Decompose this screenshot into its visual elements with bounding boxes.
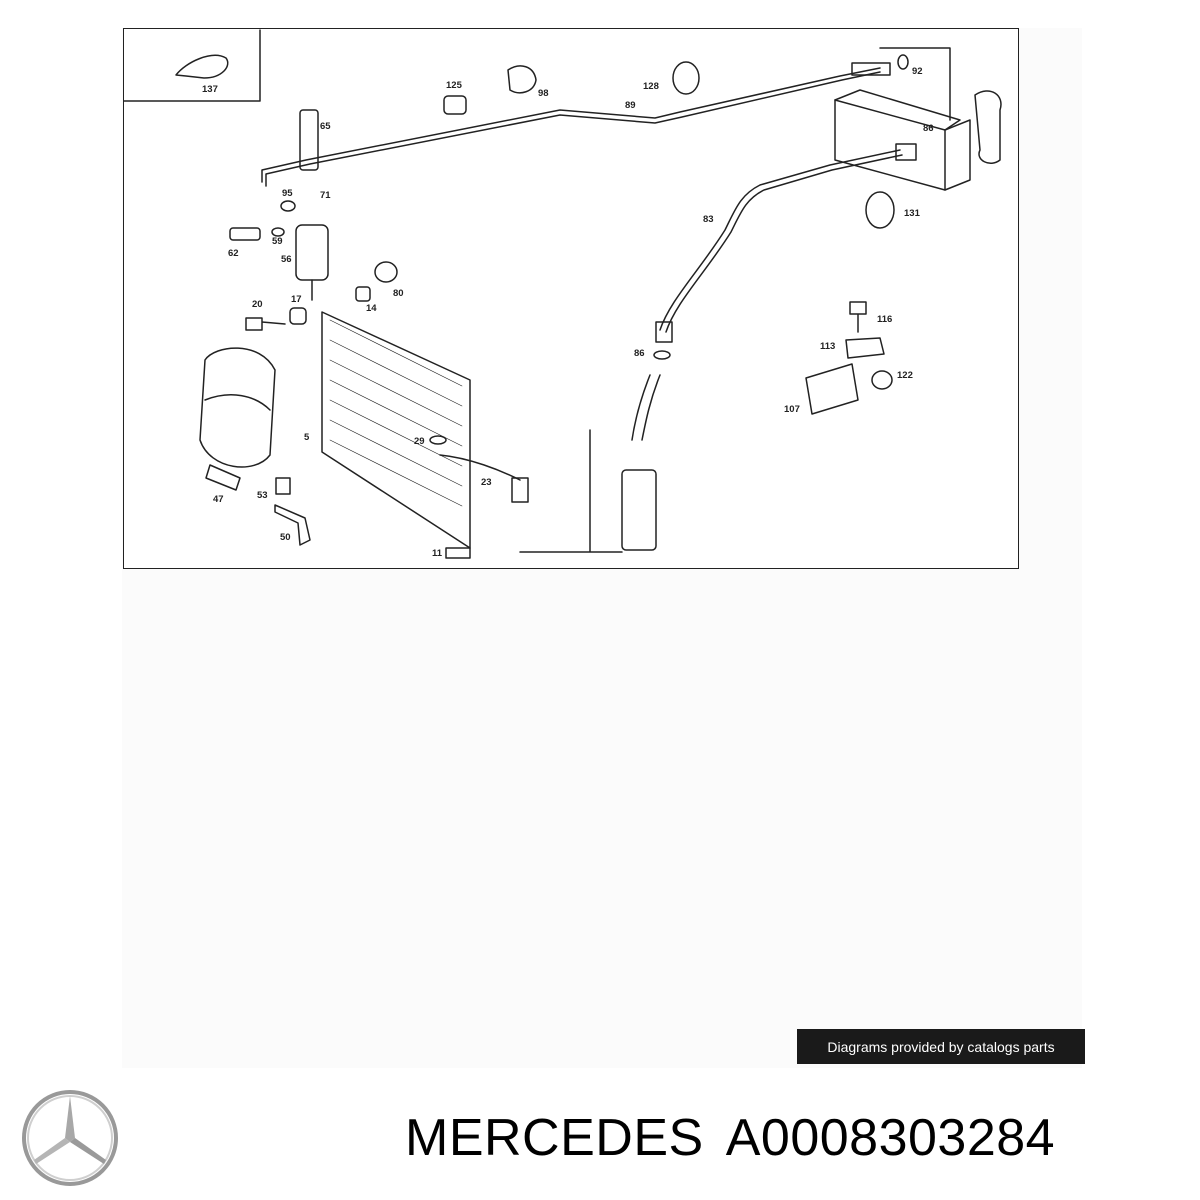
nut-80 [374,261,398,283]
callout-53: 53 [257,490,268,501]
pressure-switch-65 [299,109,319,171]
callout-86-lower: 86 [634,348,645,359]
callout-50: 50 [280,532,291,543]
refrigerant-line-upper-edge [265,71,881,187]
evaporator-housing [834,99,946,191]
callout-11: 11 [432,548,443,559]
callout-83: 83 [703,214,714,225]
condenser-outlet-line [439,454,521,481]
bolt-116 [849,301,867,333]
callout-125: 125 [446,80,463,91]
seal-ring [897,54,909,70]
callout-20: 20 [252,299,263,310]
refrigerant-line-upper [261,67,881,183]
callout-71: 71 [320,190,331,201]
callout-47: 47 [213,494,224,505]
mercedes-star-logo [22,1090,118,1186]
inset-box-border [123,29,261,102]
hose-end-fitting [655,321,673,343]
callout-137: 137 [202,84,218,95]
callout-128: 128 [643,81,659,92]
callout-116: 116 [877,314,892,325]
evaporator-housing-top [834,89,961,131]
callout-98: 98 [538,88,549,99]
callout-5: 5 [304,432,310,443]
condenser-fins [329,319,463,507]
callout-59: 59 [272,236,283,247]
callout-131: 131 [904,208,921,219]
plug-131 [865,191,895,229]
evaporator-housing-side [944,119,971,191]
bracket-outline [519,429,623,553]
line-fitting [851,62,891,76]
mount-17 [289,307,307,325]
auxiliary-fan [199,347,276,468]
seal-29 [429,435,447,445]
expansion-valve [974,90,1002,164]
seal-95 [280,200,296,212]
fan-bracket-47 [205,464,241,491]
callout-23: 23 [481,477,492,488]
hose-fitting [895,143,917,161]
sensor-62 [229,227,261,241]
callout-65: 65 [320,121,331,132]
callout-92: 92 [912,66,923,77]
receiver-drier [621,469,657,551]
callout-56: 56 [281,254,292,265]
part-number: A0008303284 [725,1109,1056,1167]
callout-80: 80 [393,288,404,299]
diagram-credit-badge: Diagrams provided by catalogs parts [797,1029,1085,1064]
outlet-fitting [511,477,529,503]
seal-59 [271,227,285,237]
product-title: MERCEDES A0008303284 [405,1108,1055,1168]
nut-122 [871,370,893,390]
callout-29: 29 [414,436,425,447]
callout-62: 62 [228,248,239,259]
cable-tie-part [175,54,229,79]
parts-diagram-frame [123,28,1019,569]
mount-11 [445,547,471,559]
callout-17: 17 [291,294,302,305]
seal-ring-86 [653,350,671,360]
plug-128 [672,61,700,95]
bracket-113 [845,337,885,359]
fan-blade [204,394,271,411]
grommet-125 [443,95,467,115]
callout-107: 107 [784,404,800,415]
callout-122: 122 [897,370,913,381]
refrigerant-hose-edge [665,154,903,333]
callout-86-upper: 86 [923,123,934,134]
brand-name: MERCEDES [405,1109,704,1167]
bolt-20 [245,317,286,331]
callout-113: 113 [820,341,835,352]
callout-89: 89 [625,100,636,111]
callout-95: 95 [282,188,293,199]
valve-cap-98 [507,65,537,94]
refrigerant-hose [659,149,901,331]
bracket-50 [274,504,311,546]
bushing-14 [355,286,371,302]
bracket-107 [805,363,859,415]
expansion-bracket [879,47,951,121]
callout-14: 14 [366,303,377,314]
drier-56 [295,224,329,281]
pipe-to-receiver [631,374,661,441]
bolt-53 [275,477,291,495]
